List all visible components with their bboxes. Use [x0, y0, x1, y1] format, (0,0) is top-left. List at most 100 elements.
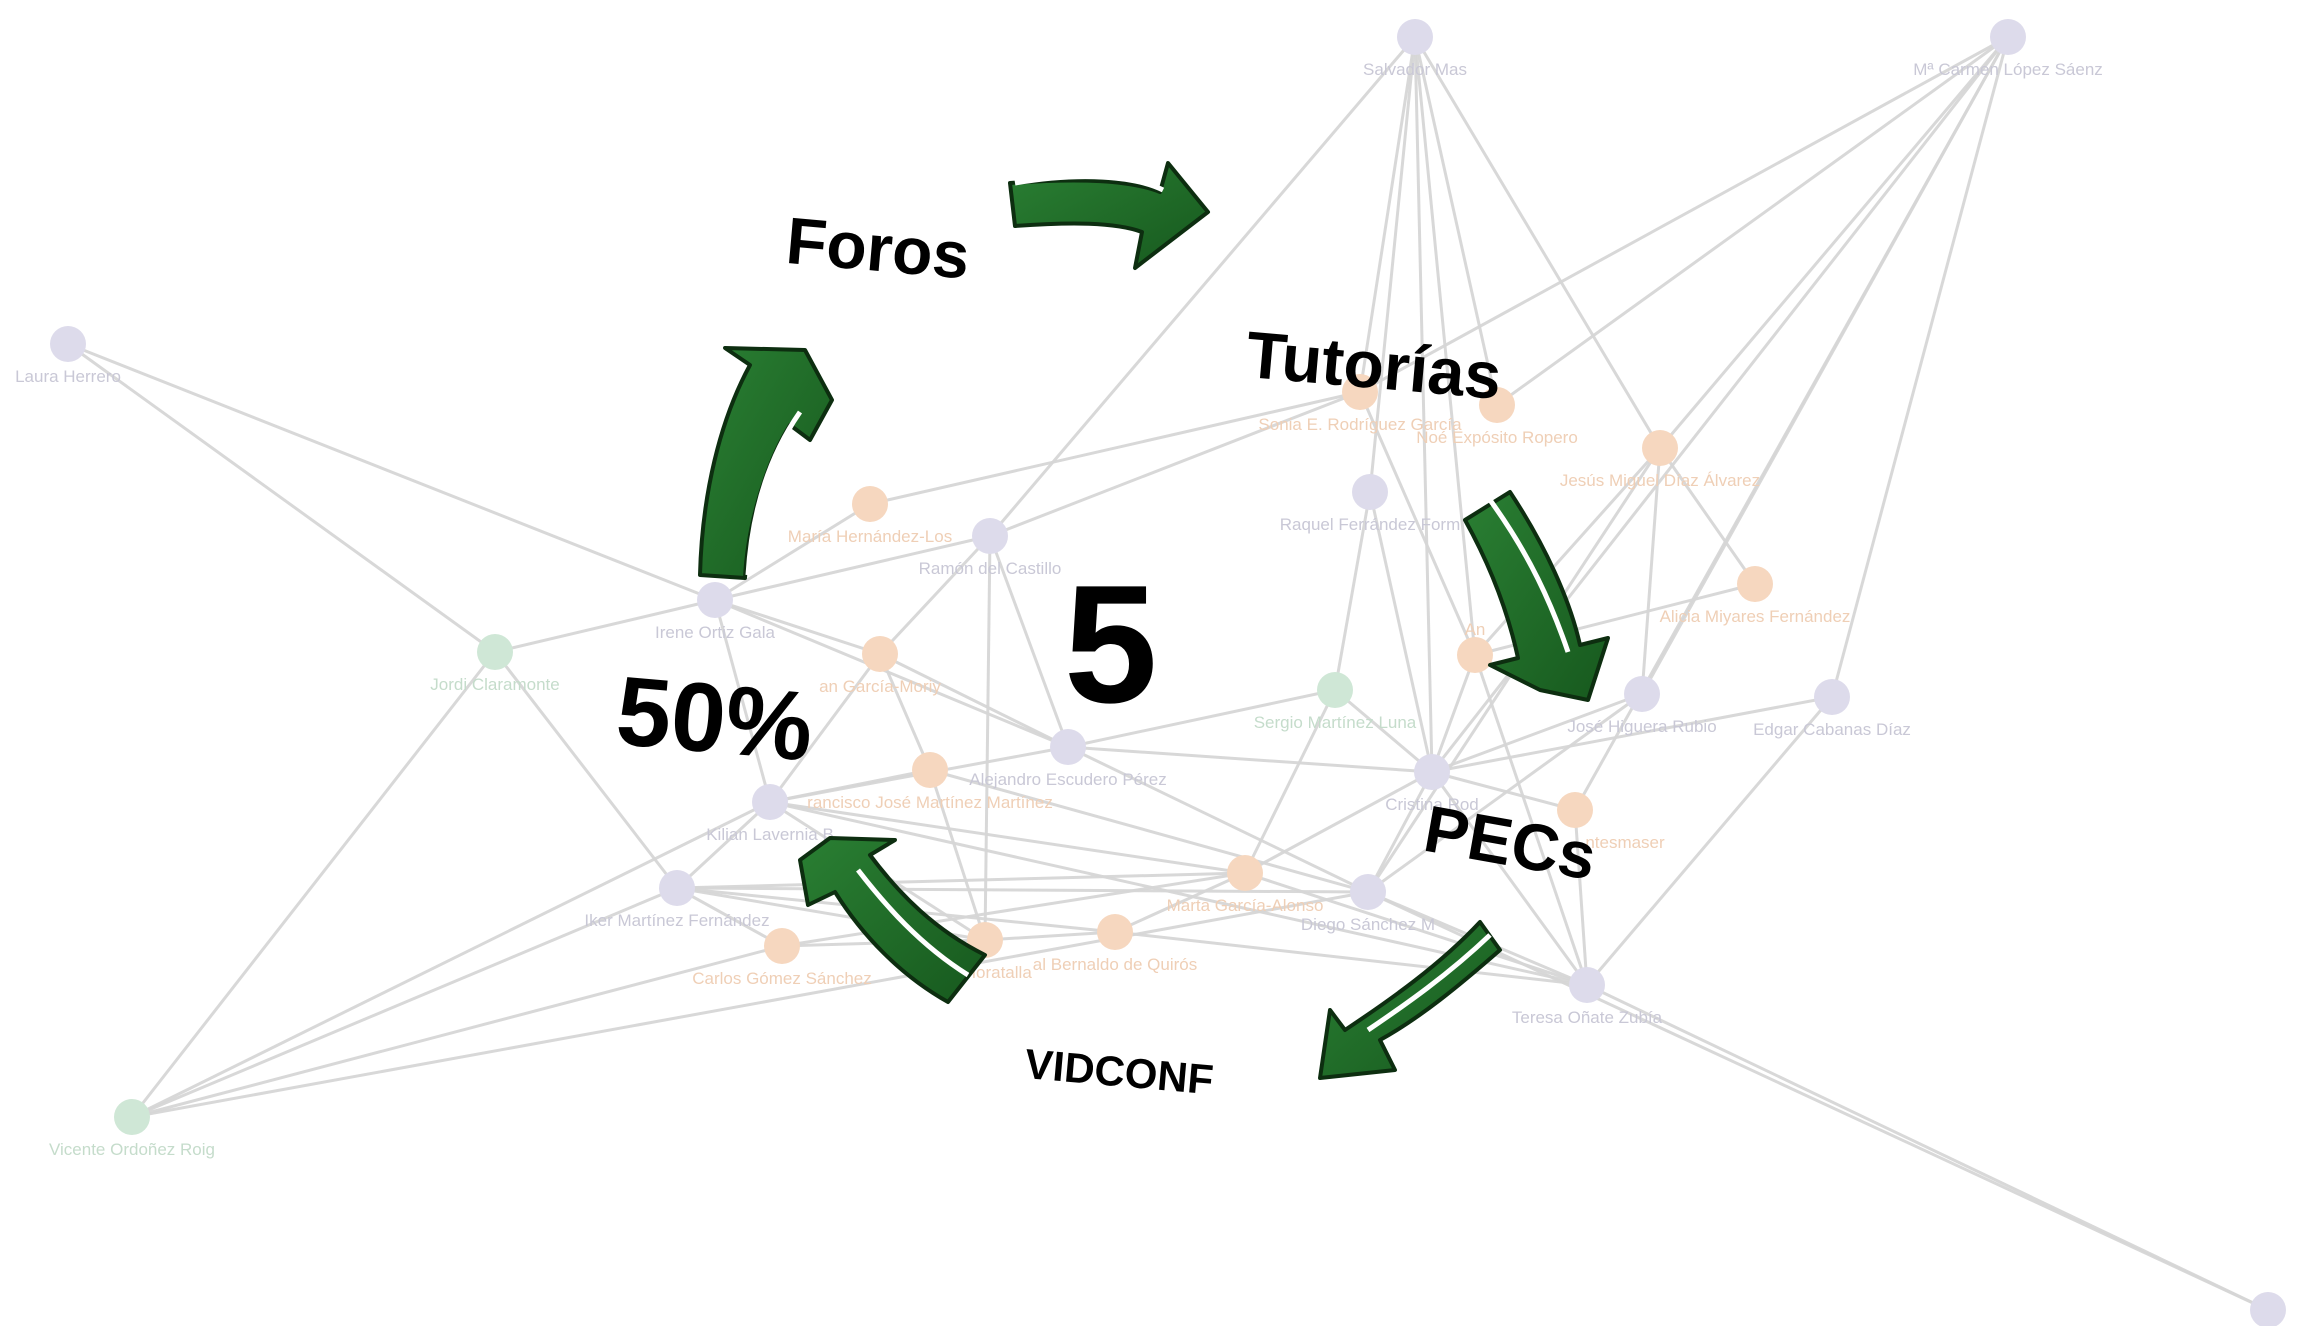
network-edge: [781, 871, 1246, 948]
network-edge: [1473, 447, 1662, 656]
network-node: [1397, 19, 1433, 55]
network-node-label: Salvador Mas: [1363, 60, 1467, 79]
network-edge: [1830, 36, 2010, 698]
network-edge: [1114, 930, 1588, 987]
network-node-label: ntesmaser: [1585, 833, 1665, 852]
network-edge: [1658, 447, 1757, 585]
network-node-label: al Bernaldo de Quirós: [1033, 955, 1197, 974]
network-node: [752, 784, 788, 820]
network-edge: [769, 800, 1246, 875]
network-node-label: Jordi Claramonte: [430, 675, 559, 694]
percent-label: 50%: [612, 654, 818, 782]
network-node: [1557, 792, 1593, 828]
network-edge: [493, 651, 679, 889]
arrow-vidconf-to-percent-icon: [798, 836, 987, 1004]
network-edge: [1368, 491, 1434, 773]
network-edge: [1431, 770, 1576, 812]
network-edge: [878, 653, 932, 771]
network-node: [1642, 430, 1678, 466]
network-edge: [1413, 36, 1662, 449]
network-edge: [676, 886, 1369, 894]
network-edge: [768, 653, 882, 803]
network-node: [1097, 914, 1133, 950]
network-node-label: Laura Herrero: [15, 367, 121, 386]
network-edge: [878, 534, 992, 656]
network-edge: [1658, 36, 2010, 449]
network-node: [1814, 679, 1850, 715]
network-edge: [1114, 871, 1246, 934]
network-edge: [713, 599, 772, 803]
arrow-percent-to-foros-icon: [698, 346, 834, 580]
network-node: [1352, 474, 1388, 510]
network-node-label: Vicente Ordoñez Roig: [49, 1140, 215, 1159]
network-edge: [1496, 35, 2009, 407]
network-edge: [131, 890, 1369, 1119]
network-node: [862, 636, 898, 672]
network-node-label: José Higuera Rubio: [1567, 717, 1716, 736]
network-edge: [131, 886, 678, 1119]
arrow-tutorias-to-pecs-icon: [1463, 490, 1610, 702]
network-edge: [1473, 654, 1589, 986]
network-edge: [1067, 745, 1369, 894]
network-edge: [1359, 35, 2009, 394]
network-edge: [676, 871, 1246, 890]
network-edge: [928, 769, 987, 941]
network-node: [697, 582, 733, 618]
network-edge: [988, 36, 1417, 537]
network-node-label: Mª Carmen López Sáenz: [1913, 60, 2103, 79]
network-edge: [67, 342, 496, 654]
network-node-label: an García-Moriy: [819, 677, 941, 696]
network-node-label: Alejandro Escudero Pérez: [969, 770, 1167, 789]
network-node-label: Sergio Martínez Luna: [1254, 713, 1417, 732]
network-edge: [1431, 695, 1833, 774]
network-node: [1457, 637, 1493, 673]
network-edge: [1358, 391, 1477, 656]
network-edge: [879, 652, 1069, 749]
network-edge: [714, 534, 991, 602]
network-node: [1350, 874, 1386, 910]
network-node: [1737, 566, 1773, 602]
network-edge: [130, 651, 497, 1118]
network-edge: [131, 944, 783, 1119]
network-edge: [1067, 745, 1433, 774]
network-edge: [1243, 689, 1337, 874]
network-node: [1990, 19, 2026, 55]
network-edge: [714, 598, 1069, 749]
network-node: [912, 752, 948, 788]
network-edge: [1367, 890, 2269, 1312]
network-node: [1050, 729, 1086, 765]
network-edge: [676, 886, 783, 948]
network-edge: [1413, 36, 1434, 773]
network-node: [1624, 676, 1660, 712]
network-edge: [1430, 771, 1589, 986]
network-node: [50, 326, 86, 362]
network-edge: [1573, 809, 1589, 986]
network-node-label: Diego Sánchez M: [1301, 915, 1435, 934]
network-edge: [131, 800, 771, 1119]
network-edge: [769, 768, 931, 804]
network-node-label: Cristina Rod: [1385, 795, 1479, 814]
network-node-label: Noé Expósito Ropero: [1416, 428, 1578, 447]
network-edge: [1640, 447, 1662, 695]
network-node: [1342, 374, 1378, 410]
network-edge: [1244, 770, 1433, 875]
network-edge: [988, 535, 1070, 748]
network-edge: [714, 502, 871, 602]
network-edge: [494, 598, 716, 654]
network-edge: [989, 390, 1361, 538]
network-node: [477, 634, 513, 670]
network-edge: [1067, 688, 1336, 749]
network-node-label: An: [1465, 620, 1486, 639]
network-edge: [675, 800, 772, 890]
network-node-label: Jesús Miguel Díaz Álvarez: [1560, 471, 1760, 490]
network-node-label: Marta García-Alonso: [1167, 896, 1324, 915]
network-edge: [1366, 771, 1434, 893]
center-number: 5: [1064, 550, 1158, 738]
network-node: [852, 486, 888, 522]
network-node-label: Irene Ortiz Gala: [655, 623, 776, 642]
network-node: [1569, 967, 1605, 1003]
network-node: [1414, 754, 1450, 790]
